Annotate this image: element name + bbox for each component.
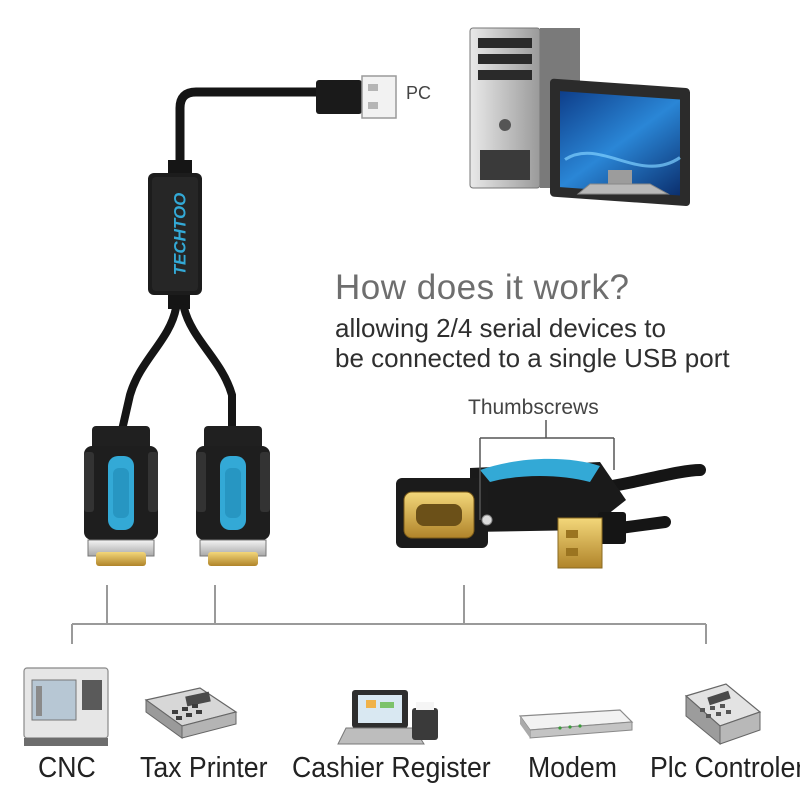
usb-a-plug-icon [175,75,397,175]
pc-label: PC [406,83,432,103]
db9-usb-cable-icon [396,458,706,569]
headline: How does it work? [335,268,630,307]
connection-lines [71,585,707,644]
device-label-plc-controler: Plc Controler [650,752,800,784]
device-label-modem: Modem [528,752,617,784]
brand-logo: TECHTOO [170,193,189,276]
plc-controller-icon [684,683,762,746]
db9-connector-right-icon [196,426,270,566]
adapter-body [148,160,202,309]
device-label-cashier-register: Cashier Register [292,752,491,784]
description-line-2: be connected to a single USB port [335,343,730,373]
thumbscrews-callout [479,420,615,520]
db9-connector-left-icon [84,426,158,566]
device-label-cnc: CNC [38,752,96,784]
modem-icon [518,709,634,739]
cashier-register-icon [337,690,438,745]
device-label-tax-printer: Tax Printer [140,752,268,784]
split-cables [118,304,236,434]
pc-computer-icon [469,27,690,206]
description-line-1: allowing 2/4 serial devices to [335,313,666,343]
thumbscrews-label: Thumbscrews [468,396,599,419]
cnc-machine-icon [23,667,109,746]
tax-printer-icon [144,687,238,739]
